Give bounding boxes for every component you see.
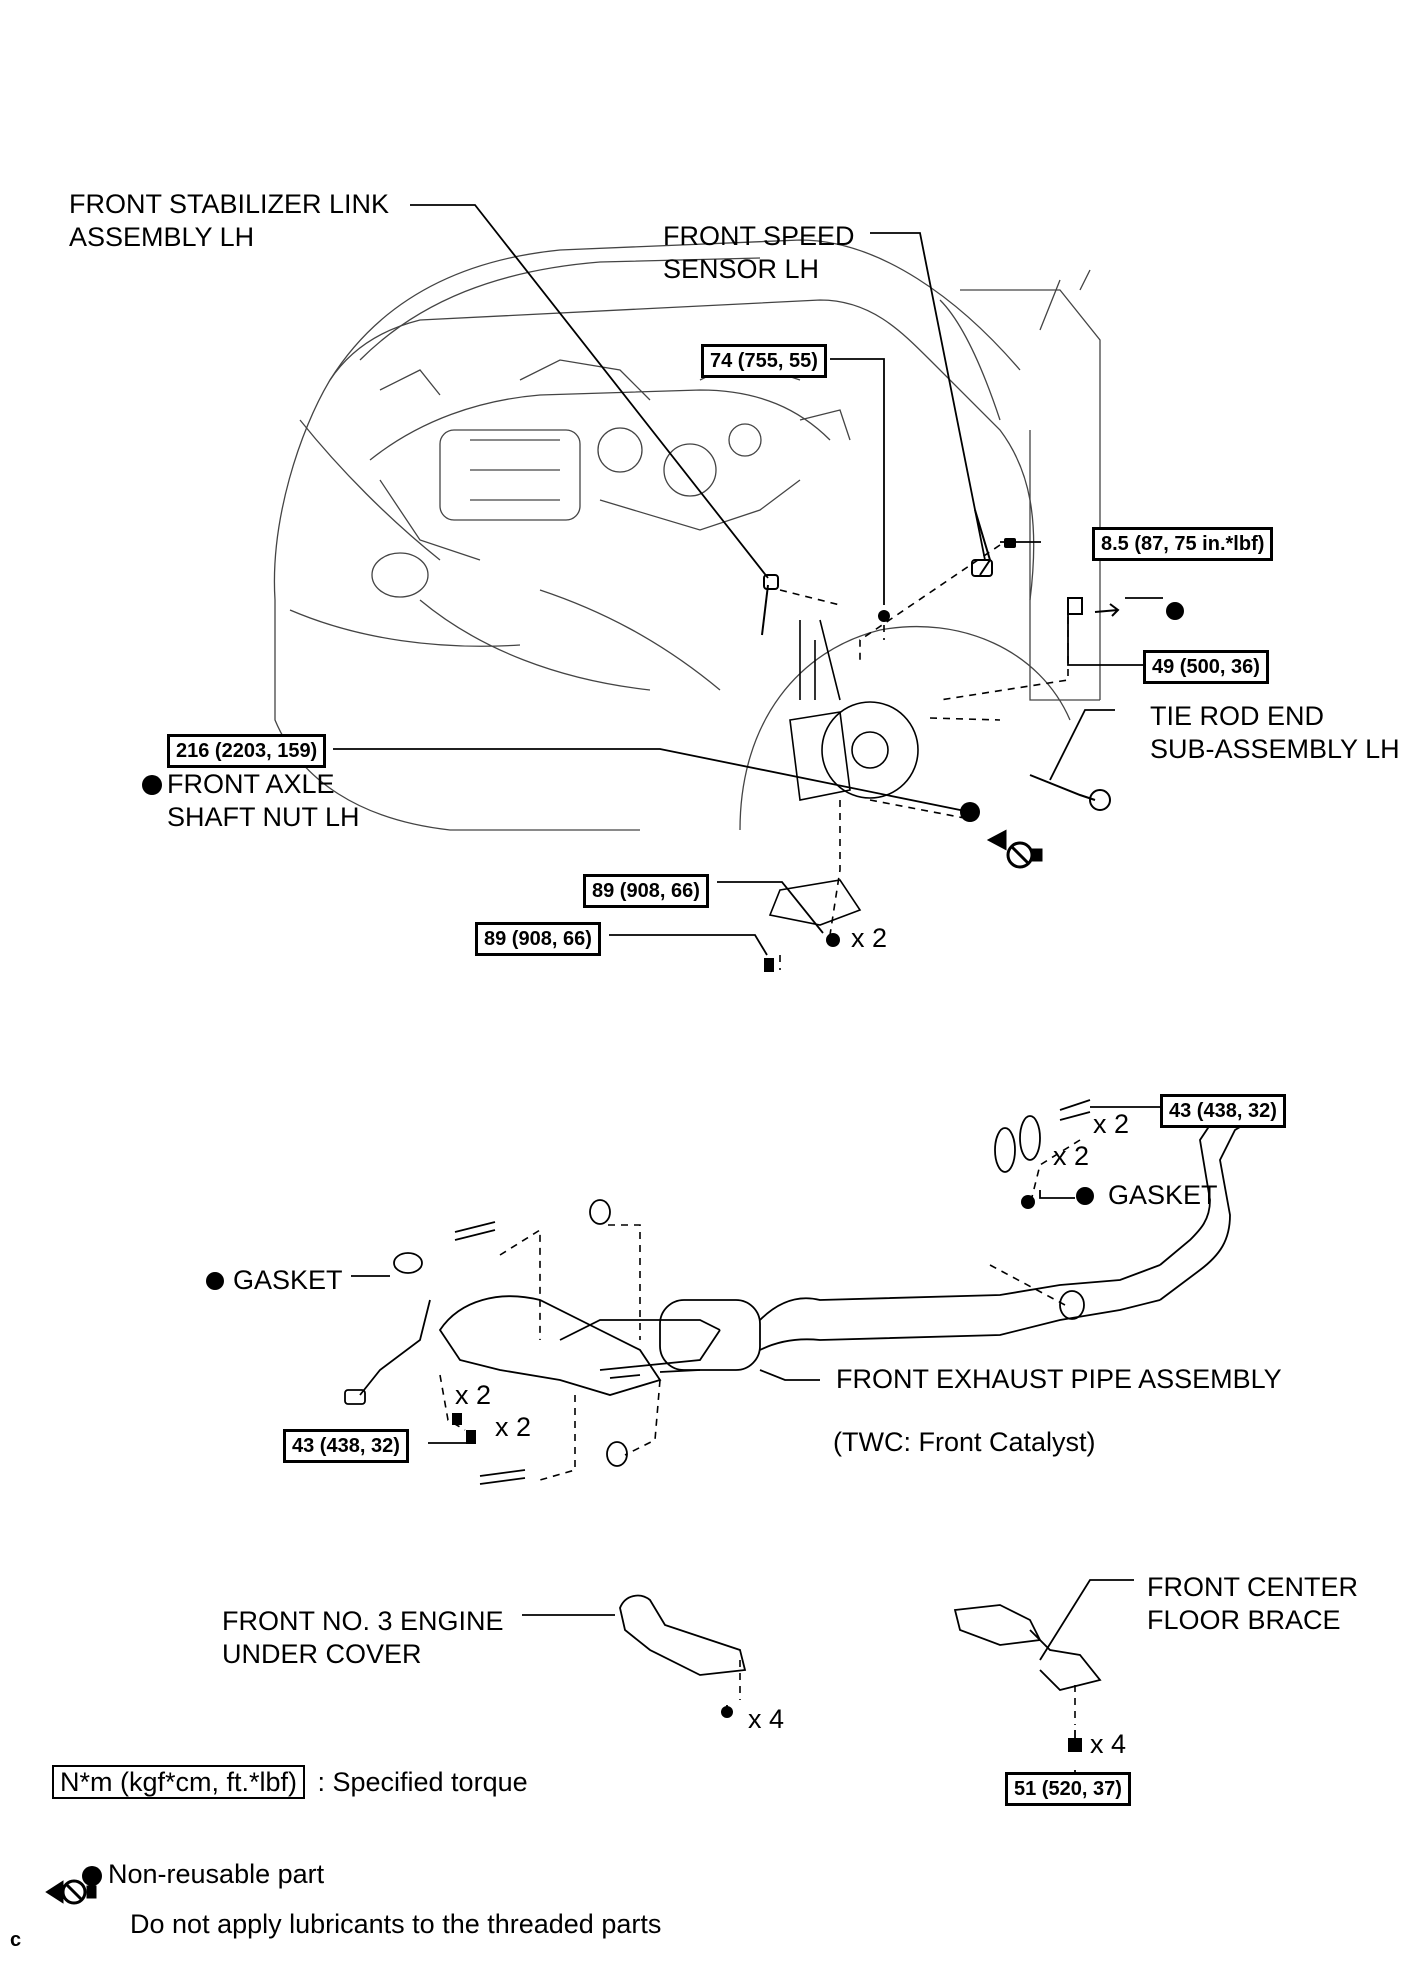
legend-non-reusable-text: Non-reusable part — [108, 1859, 325, 1889]
knuckle-illustration — [768, 619, 919, 926]
label-stabilizer-link: FRONT STABILIZER LINK ASSEMBLY LH — [69, 189, 390, 252]
label-axle-nut: FRONT AXLE SHAFT NUT LH — [167, 769, 360, 832]
torque-rear-flange: 43 (438, 32) — [1160, 1094, 1286, 1128]
label-exhaust-pipe: FRONT EXHAUST PIPE ASSEMBLY — [836, 1364, 1282, 1394]
qty-front-flange-bolt: x 2 — [455, 1380, 492, 1410]
qty-under-cover-clip: x 4 — [748, 1704, 785, 1734]
torque-floor-brace: 51 (520, 37) — [1005, 1772, 1131, 1806]
label-gasket-front: GASKET — [233, 1265, 343, 1295]
label-floor-brace: FRONT CENTER FLOOR BRACE — [1147, 1572, 1359, 1635]
speed-sensor-shape — [971, 509, 993, 577]
stabilizer-link-shape — [761, 574, 779, 636]
leader-lines — [333, 204, 1163, 1790]
corner-mark: c — [10, 1929, 22, 1951]
torque-speed-sensor-bolt: 8.5 (87, 75 in.*lbf) — [1092, 527, 1274, 561]
label-under-cover: FRONT NO. 3 ENGINE UNDER COVER — [222, 1606, 504, 1669]
torque-tie-rod-nut: 49 (500, 36) — [1143, 650, 1269, 684]
label-gasket-rear: GASKET — [1108, 1180, 1218, 1210]
legend-torque-unit: N*m (kgf*cm, ft.*lbf) — [52, 1765, 306, 1799]
legend-no-lube-text: Do not apply lubricants to the threaded … — [130, 1909, 662, 1939]
non-reusable-marks — [142, 602, 1184, 1290]
legend-no-lube: Do not apply lubricants to the threaded … — [100, 1875, 661, 1974]
legend-torque-desc: : Specified torque — [317, 1767, 528, 1797]
label-twc-note: (TWC: Front Catalyst) — [833, 1427, 1096, 1457]
fastener-marks — [452, 538, 1082, 1752]
car-body-illustration — [273, 239, 1101, 831]
tie-rod-end-shape — [1029, 597, 1120, 811]
label-tie-rod-end: TIE ROD END SUB-ASSEMBLY LH — [1150, 701, 1400, 764]
qty-front-flange-nut: x 2 — [495, 1412, 532, 1442]
label-speed-sensor: FRONT SPEED SENSOR LH — [663, 221, 855, 284]
torque-lower-arm-bolt: 89 (908, 66) — [475, 922, 601, 956]
under-cover-shape — [619, 1594, 747, 1715]
qty-rear-flange-nut: x 2 — [1053, 1141, 1090, 1171]
qty-floor-brace-bolt: x 4 — [1090, 1729, 1127, 1759]
qty-rear-flange-bolt: x 2 — [1093, 1109, 1130, 1139]
exhaust-pipe-shape — [344, 1099, 1261, 1485]
non-reusable-dot-icon — [82, 1865, 103, 1886]
torque-front-flange: 43 (438, 32) — [283, 1429, 409, 1463]
floor-brace-shape — [953, 1604, 1102, 1745]
legend-no-lube-icon — [45, 1879, 97, 1905]
torque-stabilizer-nut: 74 (755, 55) — [701, 344, 827, 378]
dashed-assembly-lines — [439, 544, 1081, 1725]
qty-lower-arm-nut: x 2 — [851, 923, 888, 953]
legend-non-reusable: Non-reusable part — [52, 1825, 324, 1924]
torque-axle-nut: 216 (2203, 159) — [167, 734, 327, 768]
no-lube-icon — [986, 829, 1043, 869]
torque-lower-arm-nut: 89 (908, 66) — [583, 874, 709, 908]
